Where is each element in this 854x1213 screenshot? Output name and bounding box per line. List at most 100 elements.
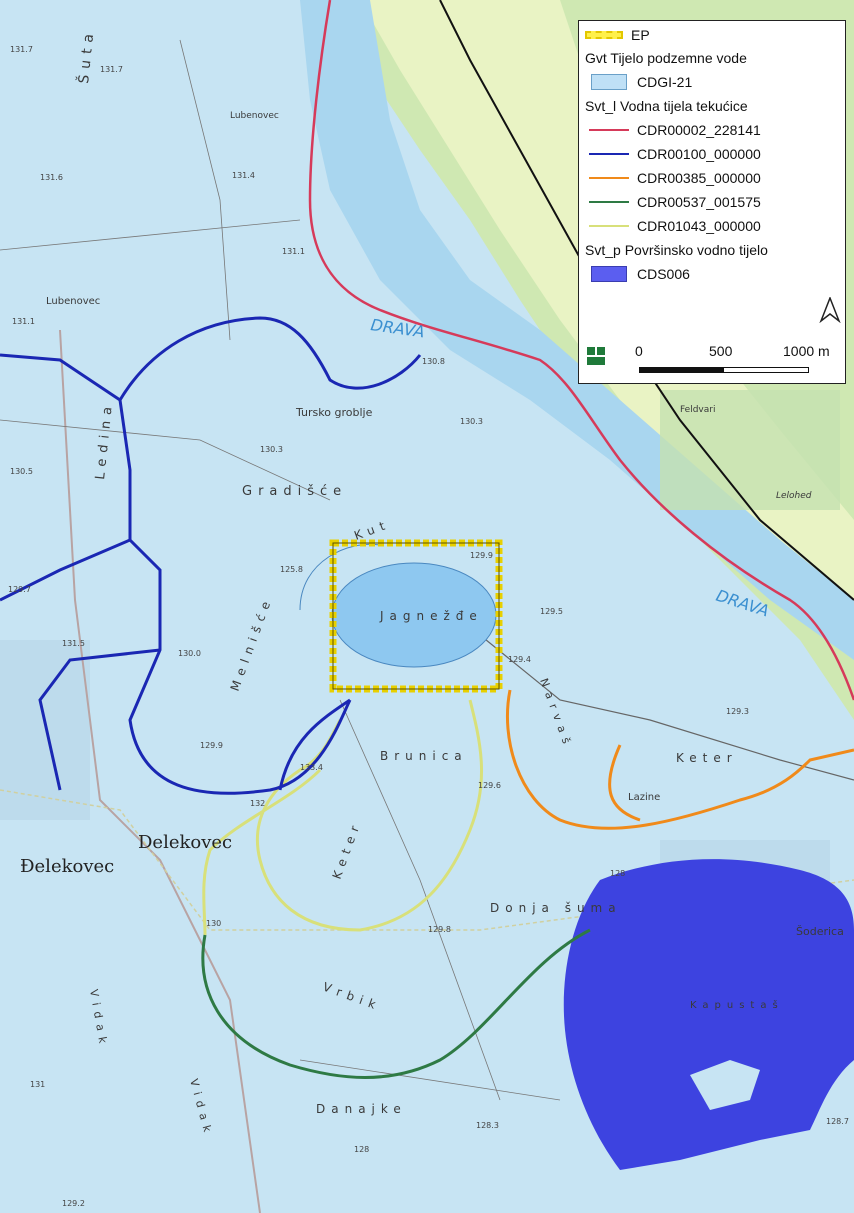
river-cdr00100 — [38, 648, 161, 791]
river-swatch — [589, 177, 629, 179]
place-label: Feldvari — [680, 405, 715, 415]
legend-groundwater-title: Gvt Tijelo podzemne vode — [585, 50, 747, 66]
legend-groundwater-label: CDGI-21 — [637, 74, 693, 90]
legend-river-label: CDR00537_001575 — [637, 194, 761, 210]
legend-rivers-title: Svt_l Vodna tijela tekućice — [585, 98, 748, 114]
spot-height: 130.5 — [10, 467, 33, 476]
village-area — [660, 390, 840, 510]
spot-height: 128 — [354, 1145, 369, 1154]
track — [339, 699, 501, 1101]
agency-logo-icon — [587, 347, 605, 365]
river-cdr01043 — [255, 699, 484, 932]
scale-label: 1000 m — [783, 343, 830, 359]
legend-surface-row: CDS006 — [585, 264, 690, 284]
legend-river-row: CDR00385_000000 — [585, 168, 761, 188]
spot-height: 131.5 — [62, 639, 85, 648]
river-cdr00002 — [308, 0, 854, 701]
river-cdr00100 — [118, 399, 352, 795]
river-swatch — [589, 129, 629, 131]
place-label: Gradišće — [242, 484, 347, 499]
place-label: Šuta — [74, 27, 98, 84]
legend-surface-label: CDS006 — [637, 266, 690, 282]
legend-river-row: CDR01043_000000 — [585, 216, 761, 236]
scale-bar: 0 500 1000 m — [635, 343, 839, 383]
spot-height: 128.3 — [476, 1121, 499, 1130]
scale-label: 500 — [709, 343, 733, 359]
spot-height: 133.4 — [300, 763, 323, 772]
village-area — [0, 640, 90, 820]
spot-height: 131.1 — [12, 317, 35, 326]
ep-swatch — [585, 31, 623, 39]
spot-height: 130.8 — [422, 357, 445, 366]
lake-island — [690, 1060, 760, 1110]
spot-height: 129.7 — [8, 585, 31, 594]
legend-river-row: CDR00100_000000 — [585, 144, 761, 164]
legend-river-label: CDR00100_000000 — [637, 146, 761, 162]
spot-height: 132 — [250, 799, 265, 808]
legend-ep-row: EP — [585, 25, 650, 45]
spot-height: 131.7 — [100, 65, 123, 74]
north-arrow-icon — [819, 295, 841, 329]
spot-height: 129.2 — [62, 1199, 85, 1208]
place-label: Kapustaš — [690, 999, 784, 1011]
spot-height: 131 — [30, 1080, 45, 1089]
river-cdr00385 — [505, 689, 854, 830]
spot-height: 131.1 — [282, 247, 305, 256]
river-cdr00385 — [608, 744, 641, 822]
spot-height: 130 — [206, 919, 221, 928]
place-label: Lazine — [628, 792, 660, 803]
scale-bar-graphic — [639, 367, 809, 373]
river-cdr00537 — [201, 928, 591, 1079]
place-label: Brunica — [380, 749, 468, 763]
legend-river-row: CDR00002_228141 — [585, 120, 761, 140]
river-cdr00100 — [0, 538, 131, 602]
spot-height: 130.3 — [260, 445, 283, 454]
river-swatch — [589, 225, 629, 227]
spot-height: 128 — [610, 869, 625, 878]
spot-height: 131.7 — [10, 45, 33, 54]
surface-swatch — [591, 266, 627, 282]
track — [299, 1059, 561, 1101]
place-label: Lubenovec — [46, 296, 100, 307]
groundwater-swatch — [591, 74, 627, 90]
place-label: Keter — [676, 751, 738, 765]
town-label: Đelekovec — [20, 856, 114, 877]
spot-height: 130.3 — [460, 417, 483, 426]
spot-height: 128.7 — [826, 1117, 849, 1126]
spot-height: 125.8 — [280, 565, 303, 574]
spot-height: 129.8 — [428, 925, 451, 934]
map-legend: EP Gvt Tijelo podzemne vode CDGI-21 Svt_… — [578, 20, 846, 384]
legend-surface-title: Svt_p Površinsko vodno tijelo — [585, 242, 768, 258]
ep-area-outline — [332, 542, 500, 690]
spot-height: 129.3 — [726, 707, 749, 716]
legend-river-label: CDR01043_000000 — [637, 218, 761, 234]
legend-river-label: CDR00002_228141 — [637, 122, 761, 138]
spot-height: 129.5 — [540, 607, 563, 616]
track — [0, 219, 301, 251]
place-label: Jagnežđe — [379, 609, 483, 623]
scale-label: 0 — [635, 343, 643, 359]
legend-groundwater-row: CDGI-21 — [585, 72, 692, 92]
legend-river-row: CDR00537_001575 — [585, 192, 761, 212]
spot-height: 131.4 — [232, 171, 255, 180]
town-label: Delekovec — [138, 832, 232, 853]
spot-height: 129.4 — [508, 655, 531, 664]
spot-height: 129.9 — [200, 741, 223, 750]
cds006-lake — [563, 859, 854, 1170]
river-cdr00100 — [0, 316, 422, 403]
place-label: Donja šuma — [490, 901, 622, 915]
spot-height: 129.6 — [478, 781, 501, 790]
spot-height: 129.9 — [470, 551, 493, 560]
track — [179, 39, 231, 341]
place-label: Lelohed — [776, 491, 812, 501]
place-label: Tursko groblje — [295, 406, 373, 419]
road — [59, 329, 261, 1213]
spot-height: 130.0 — [178, 649, 201, 658]
river-cdr01043 — [202, 768, 322, 936]
spot-height: 131.6 — [40, 173, 63, 182]
river-cdr00100 — [278, 698, 351, 791]
legend-river-label: CDR00385_000000 — [637, 170, 761, 186]
river-swatch — [589, 201, 629, 203]
place-label: Lubenovec — [230, 111, 279, 121]
place-label: Danajke — [316, 1102, 407, 1116]
